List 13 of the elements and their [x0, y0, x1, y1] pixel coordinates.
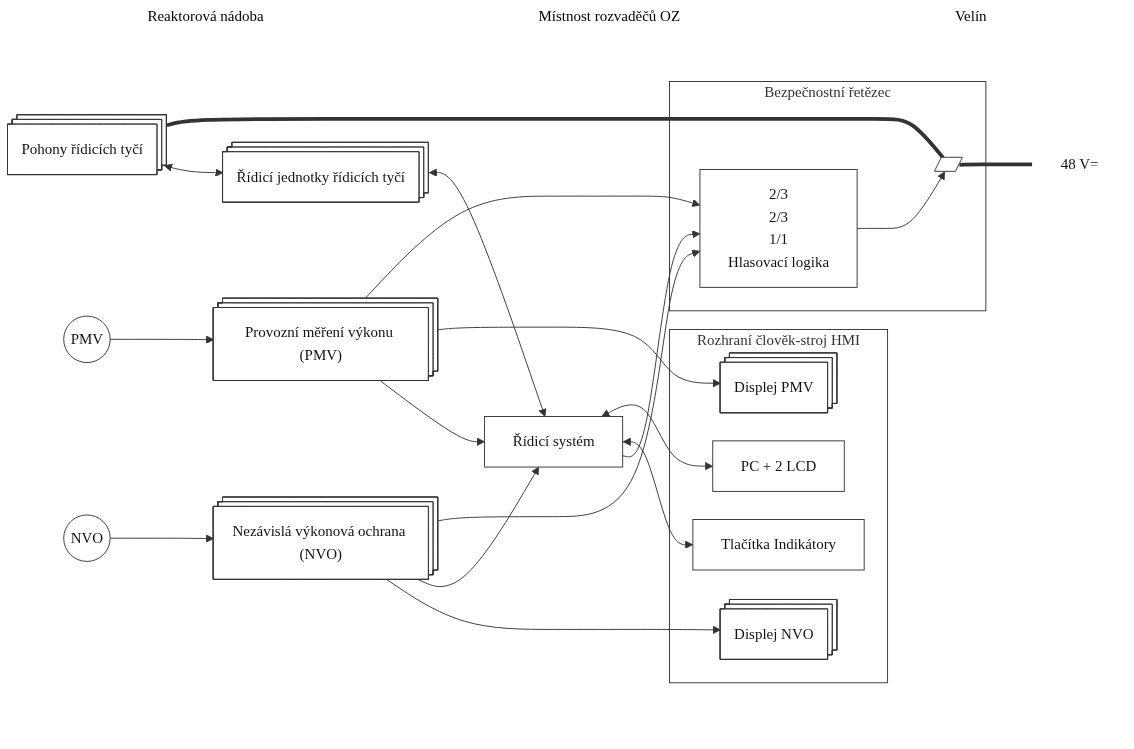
node-circle: NVO [63, 514, 111, 562]
column-heading: Místnost rozvaděčů OZ [537, 7, 682, 26]
node-box: PC + 2 LCD [712, 440, 845, 492]
connector [166, 116, 945, 159]
node-box: 2/3 2/3 1/1 Hlasovací logika [699, 168, 858, 288]
node-box: Tlačítka Indikátory [692, 518, 865, 571]
column-heading: Reaktorová nádoba [146, 7, 265, 26]
node-box: Řídicí systém [484, 415, 624, 468]
connector [959, 162, 1033, 167]
node-circle: PMV [63, 315, 111, 363]
node-switch [933, 156, 963, 172]
column-heading: Velín [953, 7, 988, 26]
node-text: 48 V= [1060, 155, 1099, 172]
